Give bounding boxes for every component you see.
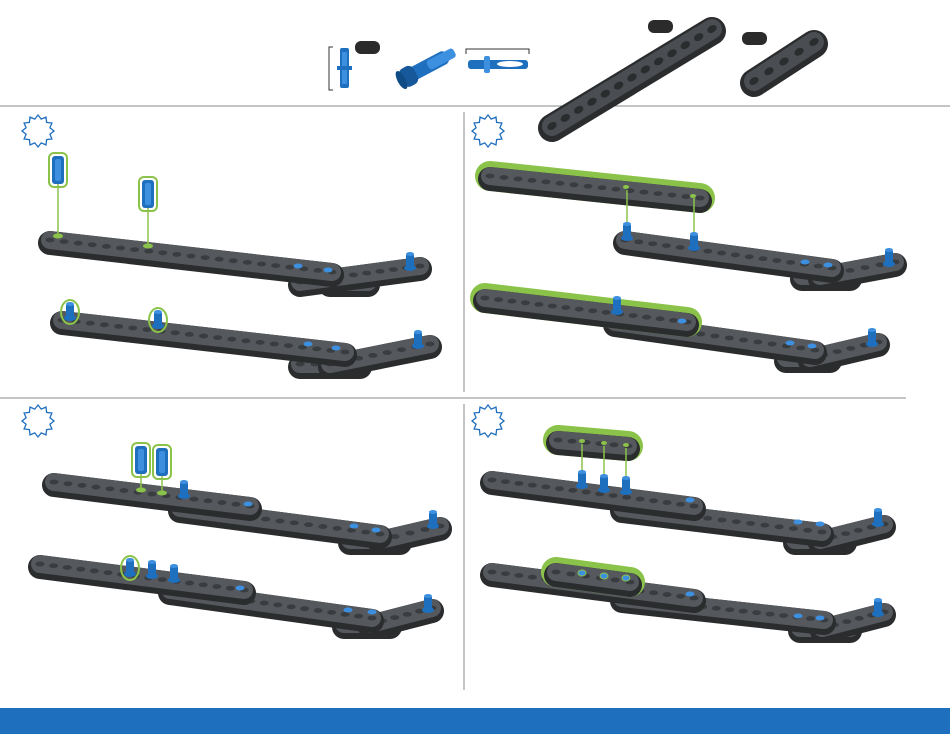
count-badge — [742, 32, 767, 45]
hole-marker — [678, 319, 687, 324]
hole-marker — [579, 439, 585, 443]
long-pin-icon — [466, 49, 529, 73]
pin-icon — [329, 41, 380, 90]
hole-marker — [786, 341, 795, 346]
step-starburst-icon — [22, 115, 54, 147]
pin — [598, 474, 610, 493]
hole-marker — [344, 608, 353, 613]
count-badge — [648, 20, 673, 33]
hole-marker — [324, 268, 333, 273]
step-starburst-icon — [472, 115, 504, 147]
step-panel-4 — [488, 438, 889, 631]
hole-marker — [236, 586, 245, 591]
floating-pin — [49, 153, 67, 239]
short-beam-icon — [742, 32, 820, 87]
beam — [486, 174, 705, 201]
beam — [58, 318, 350, 355]
hole-marker — [686, 498, 695, 503]
step-starburst-icon — [22, 405, 54, 437]
hole-marker — [622, 575, 630, 581]
hole-marker — [244, 502, 253, 507]
long-beam-icon — [546, 20, 718, 132]
hole-marker — [372, 528, 381, 533]
hole-marker — [816, 616, 825, 621]
beam — [554, 438, 633, 449]
step-panel-3 — [36, 443, 445, 627]
footer-bar — [0, 708, 950, 734]
step-panel-2 — [481, 174, 900, 361]
parts-list — [329, 20, 820, 132]
floating-pin — [139, 177, 157, 249]
beam — [50, 480, 255, 509]
hole-marker — [332, 346, 341, 351]
pin — [620, 476, 632, 495]
hole-marker — [824, 263, 833, 268]
count-badge — [355, 41, 380, 54]
beam — [46, 238, 337, 275]
beam — [621, 238, 837, 271]
hole-marker — [816, 522, 825, 527]
hole-marker — [801, 260, 810, 265]
hole-marker — [686, 592, 695, 597]
hole-marker — [623, 443, 629, 447]
hole-marker — [601, 441, 607, 445]
pin — [576, 470, 588, 489]
hole-marker — [808, 344, 817, 349]
step-starburst-icon — [472, 405, 504, 437]
hole-marker — [794, 614, 803, 619]
beam — [481, 296, 692, 325]
beam — [36, 562, 249, 593]
hole-marker — [304, 342, 313, 347]
hole-marker — [294, 264, 303, 269]
hole-marker — [690, 194, 696, 198]
hole-marker — [794, 520, 803, 525]
hole-marker — [623, 185, 629, 189]
hole-marker — [368, 610, 377, 615]
pin — [149, 308, 167, 332]
standoff-pin-icon — [393, 43, 459, 91]
step-panel-1 — [46, 153, 435, 367]
beam — [488, 478, 699, 509]
hole-marker — [350, 524, 359, 529]
hole-marker — [578, 570, 586, 576]
hole-marker — [600, 573, 608, 579]
